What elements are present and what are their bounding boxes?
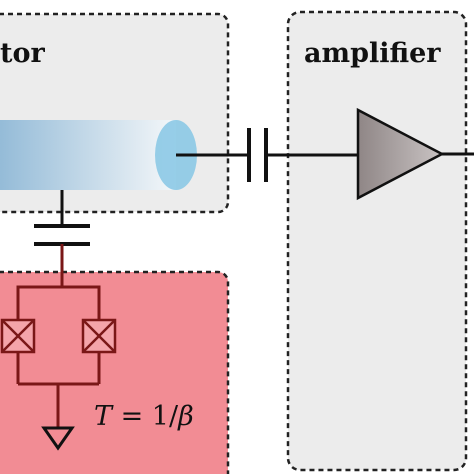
josephson-junction-icon — [0, 318, 36, 354]
beta-symbol: β — [177, 401, 194, 432]
amplifier-label: amplifier — [304, 38, 441, 69]
thermal-bath-box — [0, 270, 230, 474]
josephson-junction-icon — [81, 318, 117, 354]
amplifier-triangle-icon — [356, 107, 445, 201]
capacitor-icon — [247, 128, 268, 182]
cylinder-resonator-icon — [0, 120, 197, 190]
temperature-label: T = 1/β — [94, 401, 194, 432]
temperature-equals: = 1/ — [112, 401, 179, 432]
ground-icon — [41, 426, 75, 451]
temperature-symbol: T — [94, 401, 114, 432]
coupling-capacitor-icon — [34, 224, 90, 246]
amplifier-box — [286, 10, 468, 472]
resonator-label: tor — [0, 38, 45, 69]
